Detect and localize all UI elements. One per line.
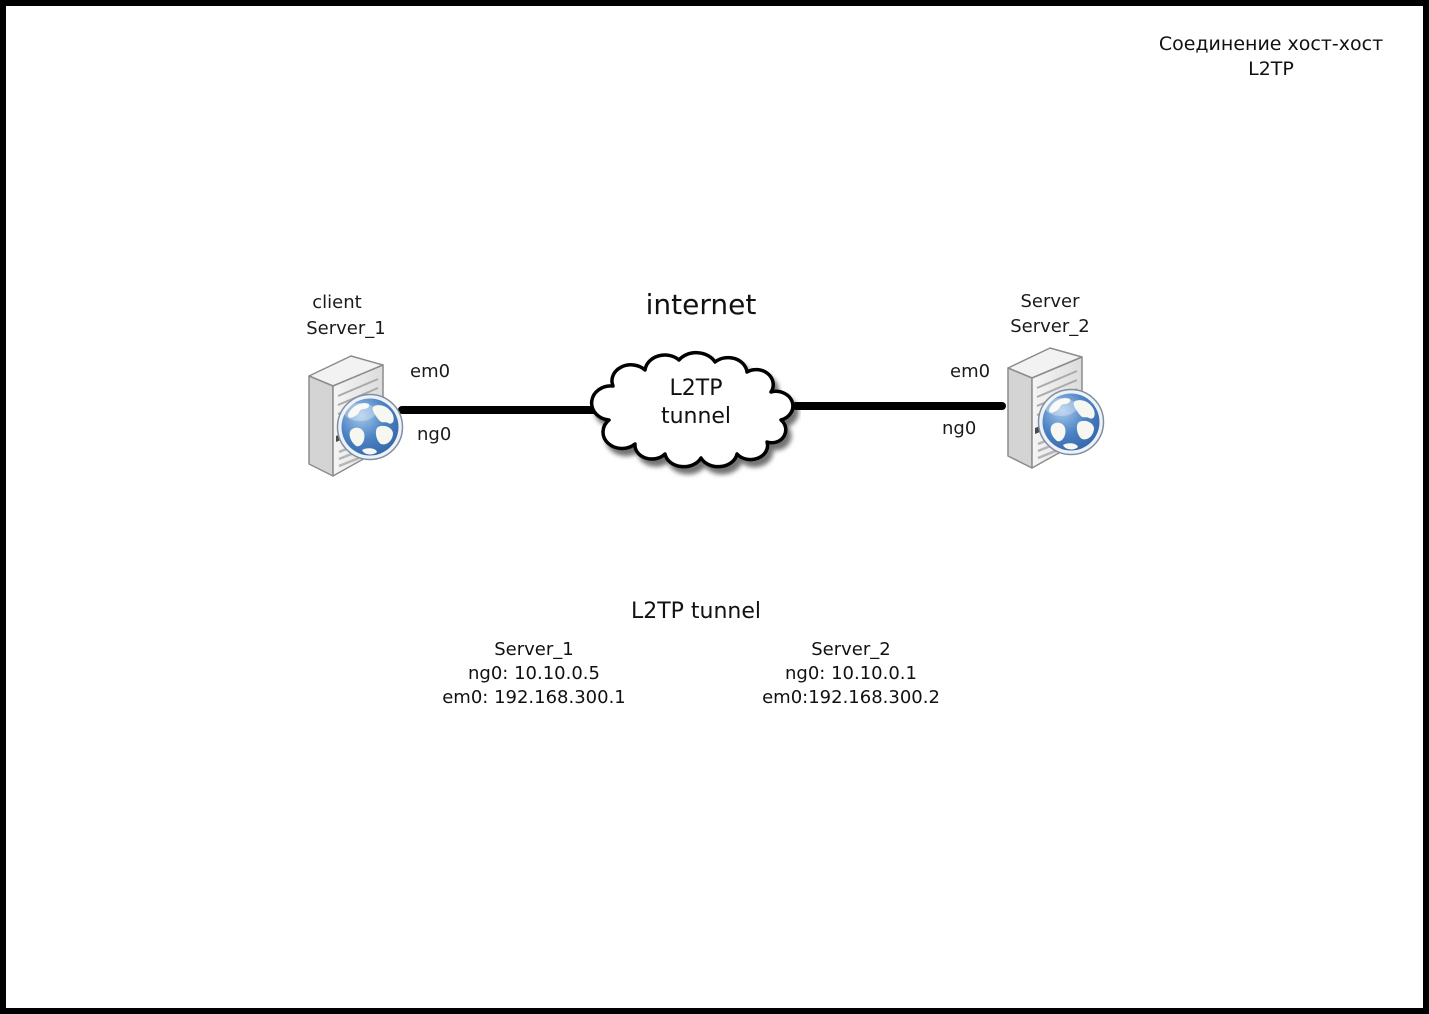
globe-icon (1037, 388, 1105, 456)
details-server1-name: Server_1 (494, 639, 574, 660)
internet-cloud-icon (589, 350, 795, 469)
left-node-iface-top-label: em0 (410, 361, 451, 382)
right-node-iface-top-label: em0 (950, 361, 991, 382)
globe-icon (336, 393, 404, 461)
page-title-line2: L2TP (1248, 58, 1294, 80)
page-title: Соединение хост-хост L2TP (1136, 32, 1406, 82)
internet-caption: internet (645, 288, 757, 321)
link-server1-cloud (398, 406, 604, 414)
cloud-label-line1: L2TP (669, 376, 723, 401)
details-server2-ng0: ng0: 10.10.0.1 (785, 663, 917, 684)
cloud-label-line2: tunnel (660, 404, 732, 429)
left-node-iface-bottom-label: ng0 (417, 424, 452, 445)
link-cloud-server2 (792, 402, 1006, 410)
details-column-server1: Server_1 ng0: 10.10.0.5 em0: 192.168.300… (424, 638, 644, 710)
details-heading: L2TP tunnel (630, 599, 762, 624)
details-column-server2: Server_2 ng0: 10.10.0.1 em0:192.168.300.… (741, 638, 961, 710)
right-node-role-label: Server (1020, 291, 1080, 312)
details-server1-ng0: ng0: 10.10.0.5 (468, 663, 600, 684)
left-node-role-label: client (312, 292, 362, 313)
details-server1-em0: em0: 192.168.300.1 (442, 687, 626, 708)
left-node-name-label: Server_1 (306, 318, 386, 339)
right-node-name-label: Server_2 (1010, 316, 1090, 337)
right-node-iface-bottom-label: ng0 (942, 418, 977, 439)
page-title-line1: Соединение хост-хост (1158, 33, 1384, 55)
details-server2-em0: em0:192.168.300.2 (762, 687, 940, 708)
details-server2-name: Server_2 (811, 639, 891, 660)
